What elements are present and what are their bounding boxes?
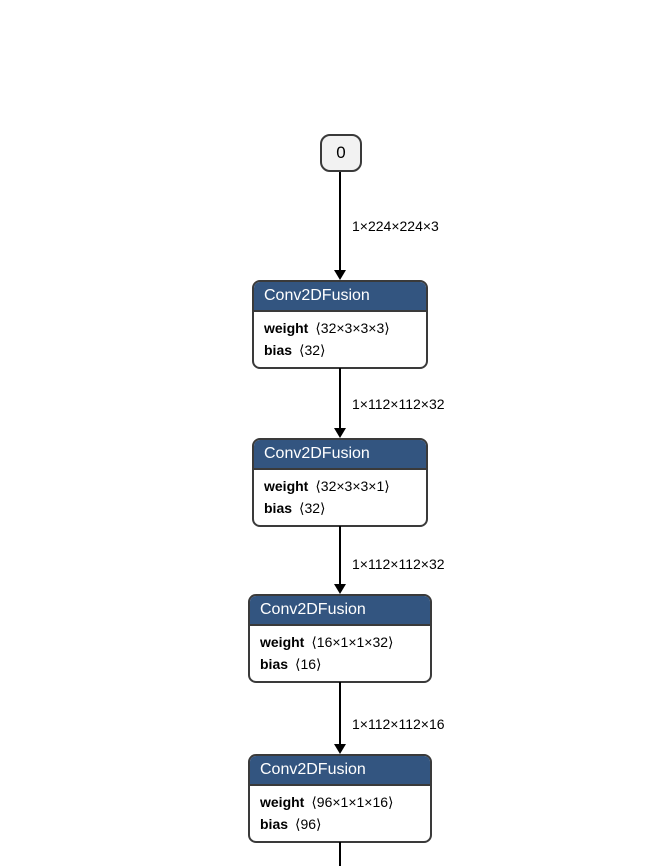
- arrowhead-icon: [334, 428, 346, 438]
- attr-value: ⟨96×1×1×16⟩: [311, 794, 394, 810]
- node-title: Conv2DFusion: [260, 601, 366, 618]
- attr-value: ⟨32×3×3×3⟩: [315, 320, 390, 336]
- attr-value: ⟨16⟩: [295, 656, 322, 672]
- arrowhead-icon: [334, 584, 346, 594]
- layer-node-conv2dfusion-3[interactable]: Conv2DFusion weight ⟨16×1×1×32⟩ bias ⟨16⟩: [248, 594, 432, 683]
- node-attr-bias[interactable]: bias ⟨32⟩: [264, 339, 416, 361]
- attr-value: ⟨16×1×1×32⟩: [311, 634, 394, 650]
- edge-label: 1×112×112×16: [352, 716, 445, 732]
- attr-name: weight: [260, 794, 305, 810]
- node-body: weight ⟨96×1×1×16⟩ bias ⟨96⟩: [250, 786, 430, 841]
- node-header[interactable]: Conv2DFusion: [250, 596, 430, 626]
- edge-line: [339, 526, 341, 585]
- node-attr-weight[interactable]: weight ⟨16×1×1×32⟩: [260, 631, 420, 653]
- attr-name: weight: [264, 478, 309, 494]
- attr-name: bias: [264, 342, 293, 358]
- node-body: weight ⟨16×1×1×32⟩ bias ⟨16⟩: [250, 626, 430, 681]
- layer-node-conv2dfusion-1[interactable]: Conv2DFusion weight ⟨32×3×3×3⟩ bias ⟨32⟩: [252, 280, 428, 369]
- node-body: weight ⟨32×3×3×1⟩ bias ⟨32⟩: [254, 470, 426, 525]
- attr-name: weight: [260, 634, 305, 650]
- attr-value: ⟨32⟩: [299, 342, 326, 358]
- node-header[interactable]: Conv2DFusion: [250, 756, 430, 786]
- arrowhead-icon: [334, 270, 346, 280]
- edge-label: 1×112×112×32: [352, 556, 445, 572]
- node-attr-bias[interactable]: bias ⟨16⟩: [260, 653, 420, 675]
- node-attr-bias[interactable]: bias ⟨32⟩: [264, 497, 416, 519]
- arrowhead-icon: [334, 744, 346, 754]
- attr-name: bias: [260, 656, 289, 672]
- attr-name: weight: [264, 320, 309, 336]
- input-node[interactable]: 0: [320, 134, 362, 172]
- layer-node-conv2dfusion-4[interactable]: Conv2DFusion weight ⟨96×1×1×16⟩ bias ⟨96⟩: [248, 754, 432, 843]
- node-attr-weight[interactable]: weight ⟨32×3×3×3⟩: [264, 317, 416, 339]
- edge-line: [339, 172, 341, 271]
- attr-value: ⟨96⟩: [295, 816, 322, 832]
- node-title: Conv2DFusion: [260, 761, 366, 778]
- edge-line: [339, 368, 341, 429]
- node-attr-weight[interactable]: weight ⟨96×1×1×16⟩: [260, 791, 420, 813]
- edge-label: 1×224×224×3: [352, 218, 439, 234]
- node-body: weight ⟨32×3×3×3⟩ bias ⟨32⟩: [254, 312, 426, 367]
- node-title: Conv2DFusion: [264, 287, 370, 304]
- input-node-label: 0: [336, 143, 346, 162]
- node-header[interactable]: Conv2DFusion: [254, 282, 426, 312]
- node-header[interactable]: Conv2DFusion: [254, 440, 426, 470]
- attr-name: bias: [264, 500, 293, 516]
- node-attr-bias[interactable]: bias ⟨96⟩: [260, 813, 420, 835]
- attr-value: ⟨32⟩: [299, 500, 326, 516]
- attr-value: ⟨32×3×3×1⟩: [315, 478, 390, 494]
- attr-name: bias: [260, 816, 289, 832]
- layer-node-conv2dfusion-2[interactable]: Conv2DFusion weight ⟨32×3×3×1⟩ bias ⟨32⟩: [252, 438, 428, 527]
- edge-line: [339, 682, 341, 745]
- node-title: Conv2DFusion: [264, 445, 370, 462]
- edge-line: [339, 842, 341, 866]
- edge-label: 1×112×112×32: [352, 396, 445, 412]
- node-attr-weight[interactable]: weight ⟨32×3×3×1⟩: [264, 475, 416, 497]
